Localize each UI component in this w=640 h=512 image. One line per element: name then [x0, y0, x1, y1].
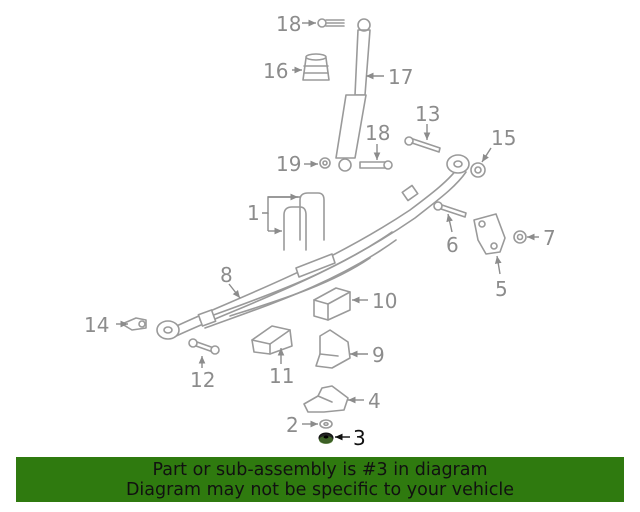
callout-9: 9	[372, 343, 385, 367]
callout-10: 10	[372, 289, 397, 313]
callout-8: 8	[220, 263, 233, 287]
banner-line-part: Part or sub-assembly is #3 in diagram	[152, 459, 488, 480]
callout-18-lower: 18	[365, 121, 390, 145]
shackle-nut	[513, 230, 527, 244]
callout-6: 6	[446, 233, 459, 257]
leaf-spring	[156, 154, 470, 340]
lower-shock-bolt	[359, 160, 393, 170]
shock-absorber	[335, 18, 371, 172]
callout-2: 2	[286, 413, 299, 437]
callout-13: 13	[415, 102, 440, 126]
callout-17: 17	[388, 65, 413, 89]
callout-12: 12	[190, 368, 215, 392]
jounce-bumper	[302, 53, 330, 81]
callout-16: 16	[263, 59, 288, 83]
bracket-4	[303, 385, 349, 413]
banner-line-disclaimer: Diagram may not be specific to your vehi…	[125, 479, 515, 500]
shock-nut	[319, 157, 331, 169]
callout-19: 19	[276, 152, 301, 176]
spacer-10	[313, 287, 351, 321]
nut-highlighted	[318, 432, 334, 444]
callout-5: 5	[495, 277, 508, 301]
washer	[319, 419, 333, 429]
callout-1: 1	[247, 201, 260, 225]
callout-15: 15	[491, 126, 516, 150]
callout-14: 14	[84, 313, 109, 337]
shackle-bolt	[433, 201, 467, 218]
hanger-bracket-14	[121, 317, 147, 331]
u-bolts	[283, 192, 325, 251]
callout-4: 4	[368, 389, 381, 413]
spacer-11	[251, 325, 293, 355]
part-info-banner: Part or sub-assembly is #3 in diagram Di…	[16, 457, 624, 502]
front-eye-bolt	[188, 338, 220, 355]
callout-7: 7	[543, 226, 556, 250]
callout-3-highlighted: 3	[353, 426, 366, 450]
hanger-nut	[470, 162, 486, 178]
upper-shock-bolt	[317, 18, 345, 28]
callout-11: 11	[269, 364, 294, 388]
bracket-9	[315, 329, 351, 369]
leader-lines	[116, 19, 539, 441]
front-hanger-bolt	[404, 136, 441, 153]
callout-18-upper: 18	[276, 12, 301, 36]
shackle	[473, 213, 506, 255]
